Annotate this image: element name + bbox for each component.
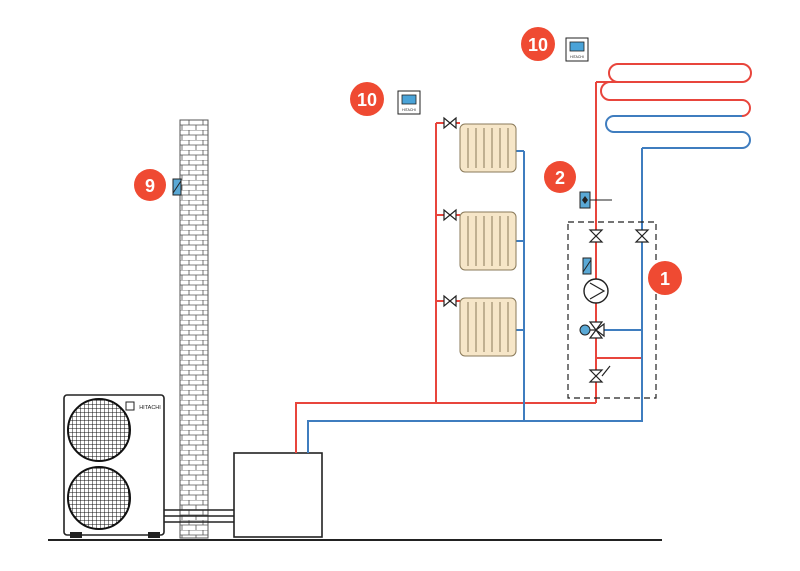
badge-thermostat-upper: 10 — [521, 27, 555, 61]
radiator — [459, 123, 517, 173]
component-group-box — [567, 221, 657, 399]
indoor-unit — [233, 452, 323, 538]
mixing-valve-actuator-icon — [579, 324, 591, 336]
badge-outdoor-sensor: 9 — [134, 169, 166, 201]
return-pipes — [307, 115, 751, 453]
brick-wall — [179, 119, 209, 539]
room-thermostat-icon: HITACHI — [565, 37, 589, 62]
room-thermostat-icon: HITACHI — [397, 90, 421, 115]
fan-grille-icon — [67, 398, 131, 462]
flow-sensor-icon — [579, 191, 612, 209]
svg-text:10: 10 — [357, 90, 377, 110]
radiator — [459, 211, 517, 271]
refrigerant-lines — [164, 509, 235, 523]
badge-component-group: 1 — [648, 261, 682, 295]
outdoor-unit: HITACHI — [63, 394, 165, 538]
thermostat-lower-brand: HITACHI — [402, 108, 416, 112]
temperature-sensor-icon — [582, 257, 592, 275]
svg-text:9: 9 — [145, 176, 155, 196]
radiator — [459, 297, 517, 357]
svg-text:1: 1 — [660, 269, 670, 289]
badge-flow-sensor: 2 — [544, 161, 576, 193]
svg-text:10: 10 — [528, 35, 548, 55]
fan-grille-icon — [67, 466, 131, 530]
gate-valve-icon — [443, 116, 457, 308]
thermostat-upper-brand: HITACHI — [570, 55, 584, 59]
badge-thermostat-lower: 10 — [350, 82, 384, 116]
outdoor-unit-brand: HITACHI — [139, 405, 161, 411]
outdoor-temperature-sensor-icon — [172, 178, 182, 196]
gate-valve-icon — [588, 229, 650, 383]
circulator-pump-icon — [583, 278, 609, 304]
svg-text:2: 2 — [555, 168, 565, 188]
